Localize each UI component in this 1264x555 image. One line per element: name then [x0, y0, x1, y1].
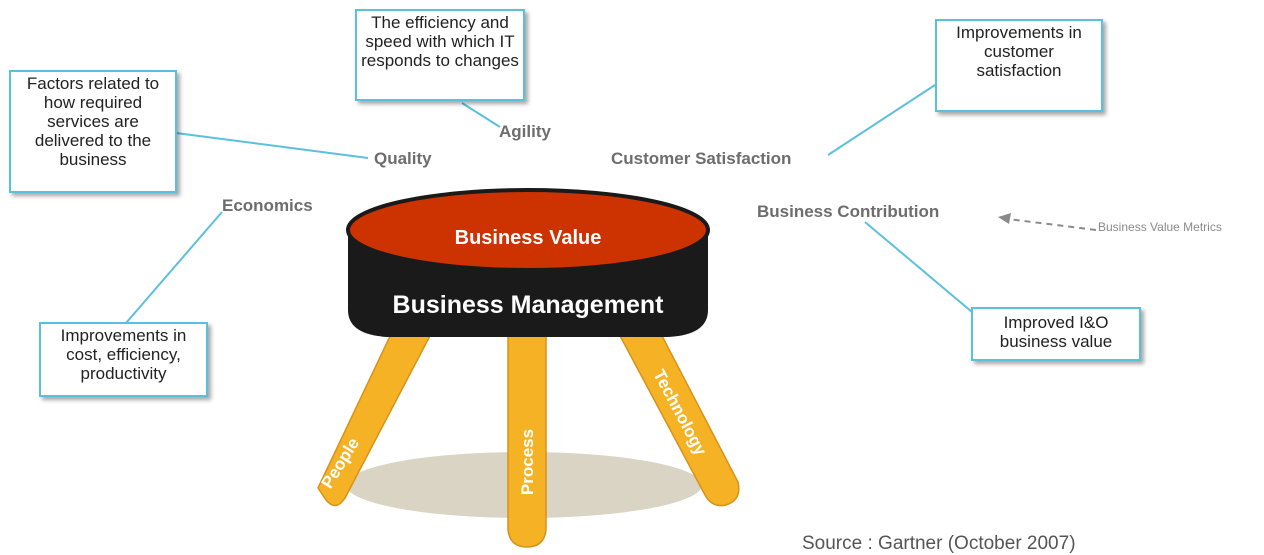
metric-quality: Quality	[374, 149, 432, 168]
leg-people	[317, 331, 434, 507]
callout-quality: Factors related to how required services…	[9, 70, 177, 193]
metric-economics: Economics	[222, 196, 313, 215]
metric-business-contribution: Business Contribution	[757, 202, 940, 221]
connector-customer-satisfaction	[827, 84, 936, 156]
callout-agility: The efficiency and speed with which IT r…	[355, 9, 525, 101]
connector-quality	[175, 132, 369, 159]
callout-economics: Improvements in cost, efficiency, produc…	[39, 322, 208, 397]
leg-technology	[616, 331, 740, 507]
metric-agility: Agility	[499, 122, 551, 141]
seat-band-label: Business Management	[393, 291, 665, 319]
seat-top	[346, 188, 710, 272]
callout-business-contribution: Improved I&O business value	[971, 307, 1141, 361]
legend-arrow	[1007, 218, 1097, 231]
legend-business-value-metrics: Business Value Metrics	[1098, 220, 1222, 234]
connector-economics	[125, 211, 223, 324]
legend-arrowhead	[998, 213, 1011, 224]
source-citation: Source : Gartner (October 2007)	[802, 533, 1076, 554]
connector-agility	[461, 102, 501, 128]
metric-customer-satisfaction: Customer Satisfaction	[611, 149, 792, 168]
connector-business-contribution	[864, 221, 973, 313]
callout-customer-satisfaction: Improvements in customer satisfaction	[935, 19, 1103, 112]
leg-label-process: Process	[518, 429, 537, 495]
seat-top-label: Business Value	[455, 227, 602, 249]
leg-process	[507, 335, 547, 548]
